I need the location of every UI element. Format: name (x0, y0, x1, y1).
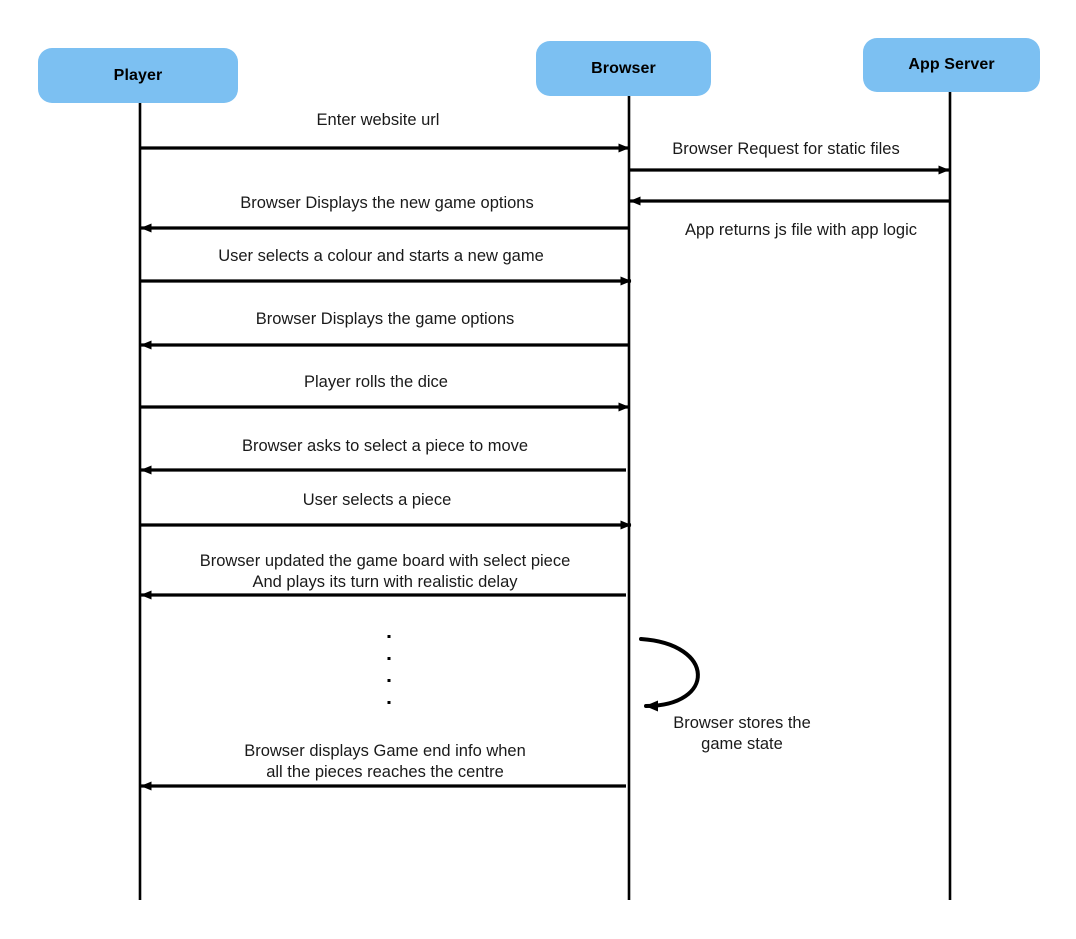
message-label-browser-displays-new-game-options: Browser Displays the new game options (240, 194, 534, 212)
self-message-arc-s1[interactable] (639, 637, 700, 712)
message-label-enter-website-url: Enter website url (316, 111, 440, 129)
message-label-browser-updated-game-board: Browser updated the game board with sele… (199, 552, 571, 591)
message-label-browser-displays-game-end-info: Browser displays Game end info when all … (244, 742, 526, 781)
message-arrows-group (140, 143, 950, 791)
message-label-user-selects-a-piece: User selects a piece (302, 491, 452, 509)
message-label-browser-displays-game-options: Browser Displays the game options (255, 310, 515, 328)
message-label-browser-asks-select-piece: Browser asks to select a piece to move (241, 437, 529, 455)
self-message-label-browser-stores-game-state: Browser stores the game state (673, 714, 811, 753)
ellipsis-dot (387, 701, 391, 704)
actor-label-app-server: App Server (908, 56, 995, 73)
self-message-arc-group (639, 637, 700, 712)
ellipsis-dot (387, 657, 391, 660)
message-label-user-selects-colour-starts-new-game: User selects a colour and starts a new g… (218, 247, 544, 265)
message-label-player-rolls-the-dice: Player rolls the dice (304, 373, 448, 391)
actor-label-player: Player (113, 66, 163, 84)
lifelines-group (138, 92, 952, 900)
message-label-browser-request-static-files: Browser Request for static files (672, 140, 900, 158)
actor-box-player[interactable]: Player (38, 48, 238, 103)
ellipsis-dot (387, 635, 391, 638)
actor-label-browser: Browser (591, 59, 656, 77)
actor-box-app-server[interactable]: App Server (863, 38, 1040, 92)
ellipsis-dot (387, 679, 391, 682)
actor-box-browser[interactable]: Browser (536, 41, 711, 96)
message-label-app-returns-js-file: App returns js file with app logic (684, 221, 918, 239)
vertical-ellipsis-icon (387, 635, 391, 723)
